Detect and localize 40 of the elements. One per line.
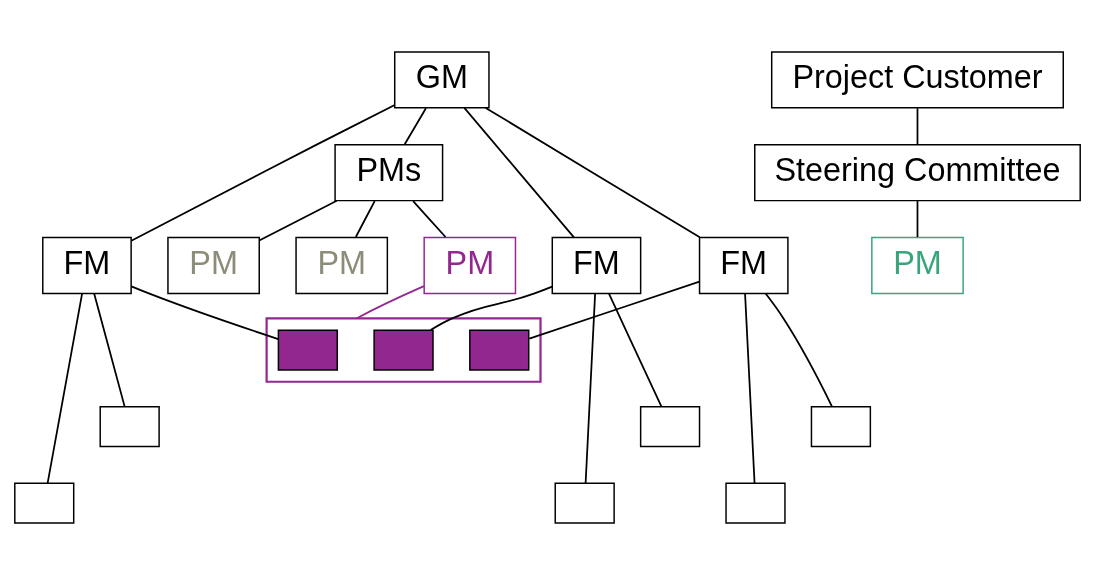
node-box: PM xyxy=(423,236,517,294)
connector xyxy=(744,292,756,484)
node-box: PM xyxy=(871,236,964,294)
node-box: PM xyxy=(295,236,389,294)
connector xyxy=(916,106,919,145)
connector xyxy=(528,280,701,339)
node-box xyxy=(554,482,615,524)
connector xyxy=(355,284,425,319)
connector xyxy=(46,292,83,484)
node-box xyxy=(639,405,701,447)
connector xyxy=(412,199,447,238)
connector xyxy=(429,285,553,331)
connector xyxy=(608,292,663,407)
connector xyxy=(584,292,596,484)
connector xyxy=(764,292,833,407)
connector xyxy=(484,106,701,238)
node-box: Steering Committee xyxy=(754,143,1081,201)
node-box: PMs xyxy=(334,143,444,201)
connector xyxy=(130,285,280,340)
node-box: PM xyxy=(167,236,260,294)
connector xyxy=(916,199,919,238)
connector xyxy=(93,292,126,407)
node-box xyxy=(277,328,339,371)
connector xyxy=(463,106,575,238)
node-box: FM xyxy=(551,236,642,294)
node-box xyxy=(14,482,75,524)
node-box xyxy=(469,328,530,371)
node-box: GM xyxy=(394,50,490,109)
node-box xyxy=(373,328,434,371)
node-box xyxy=(99,405,160,447)
node-box: FM xyxy=(42,236,132,294)
connector xyxy=(354,199,376,238)
node-box xyxy=(725,482,786,524)
node-box xyxy=(810,405,872,447)
cluster xyxy=(265,316,542,383)
connector xyxy=(403,106,427,145)
node-box: FM xyxy=(698,236,789,294)
connector xyxy=(130,103,396,242)
node-box: Project Customer xyxy=(770,50,1064,109)
connector xyxy=(258,199,338,241)
